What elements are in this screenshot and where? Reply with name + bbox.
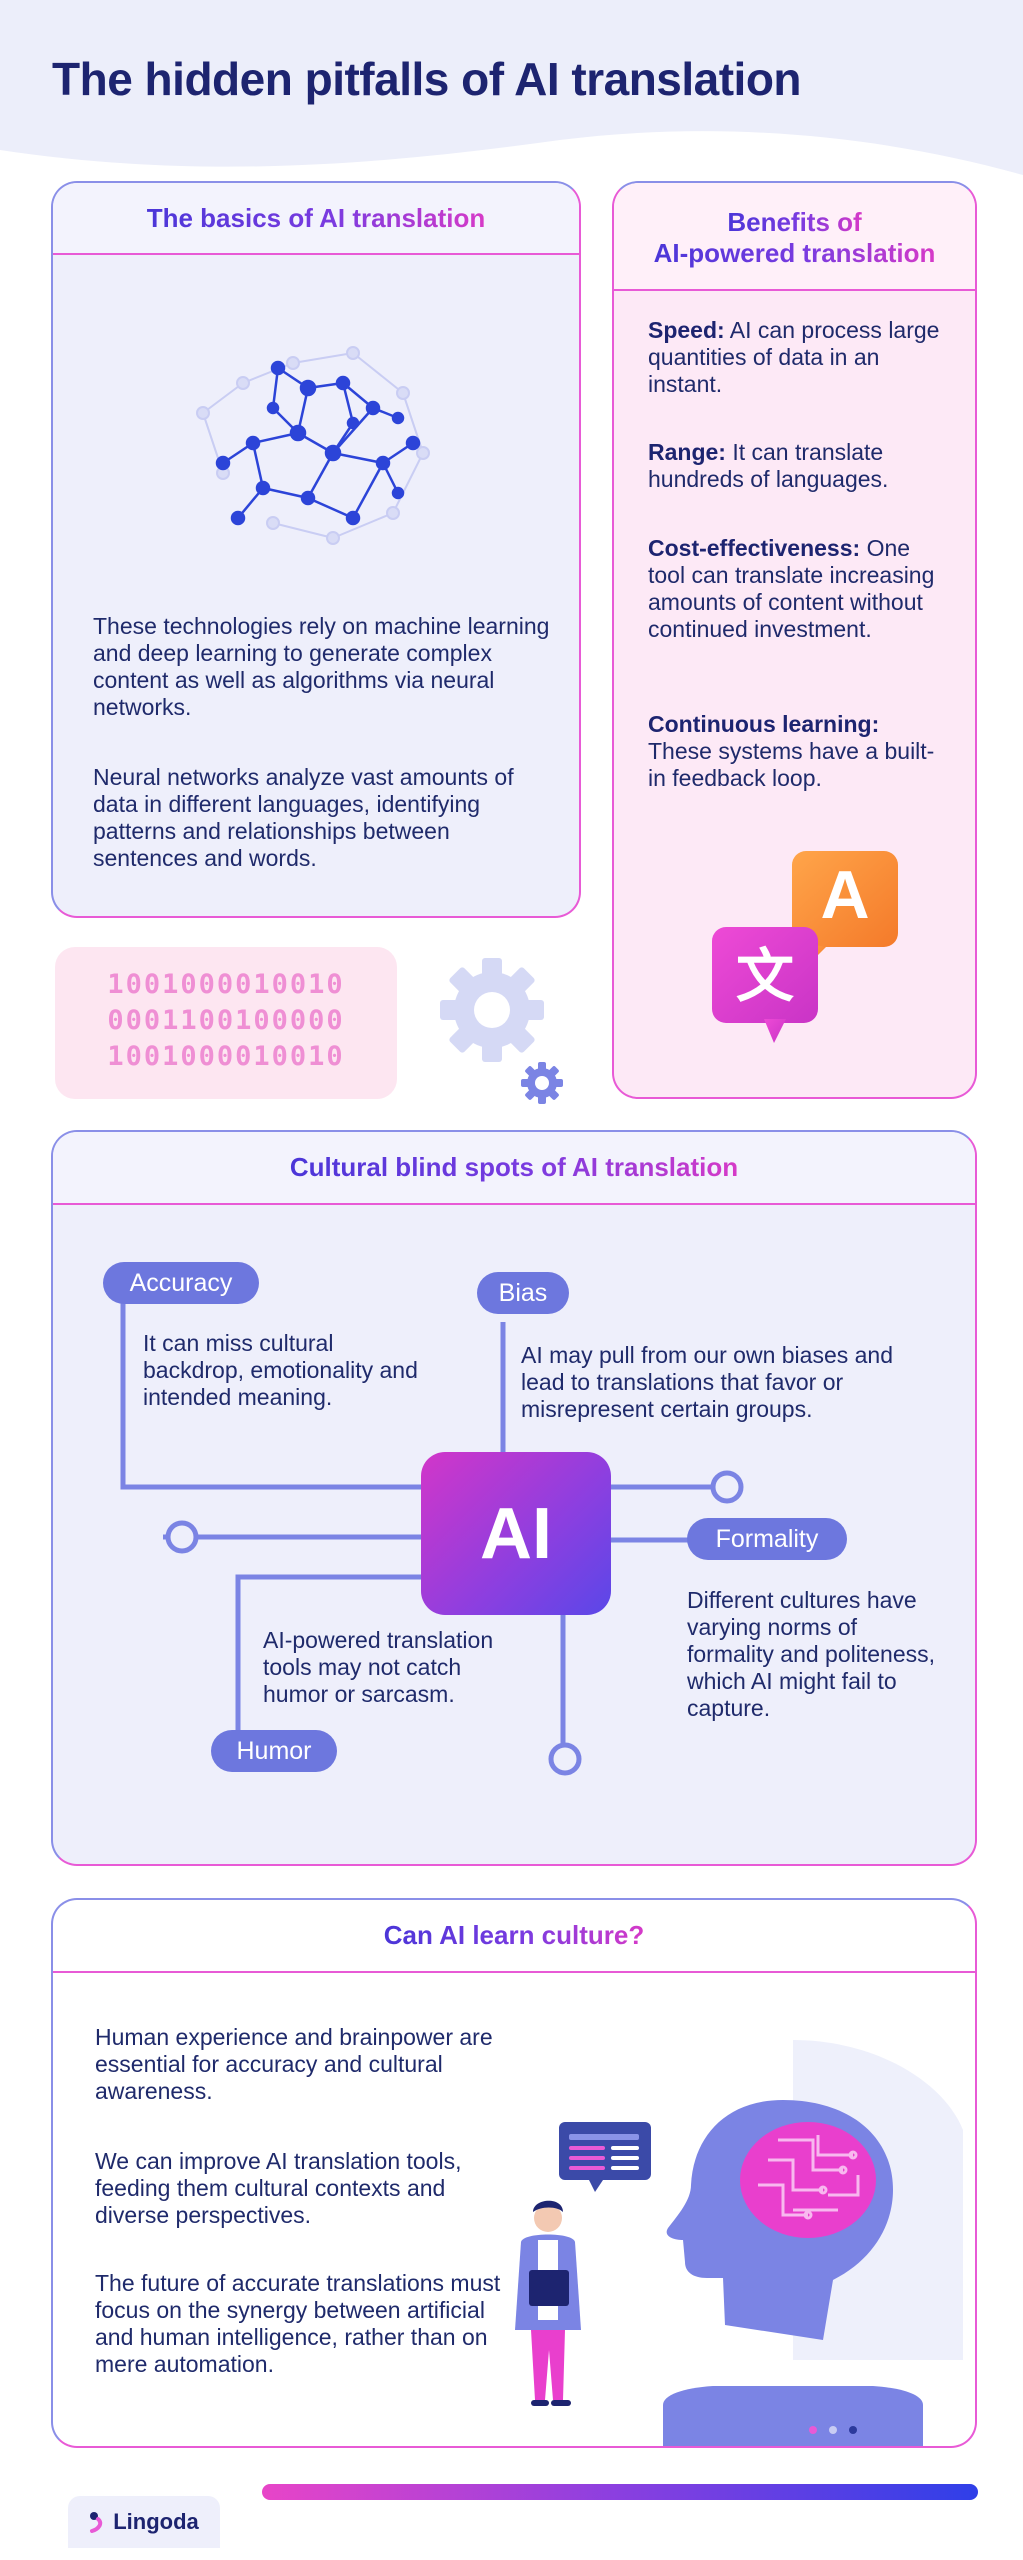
accuracy-text: It can miss cultural backdrop, emotional…: [143, 1330, 418, 1410]
learn-title: Can AI learn culture?: [383, 1920, 645, 1950]
binary-row: 1001000010010: [107, 969, 345, 1000]
page-title: The hidden pitfalls of AI translation: [52, 53, 802, 105]
connector-lines: [120, 1277, 744, 1776]
formality-text: Different cultures have varying norms of…: [687, 1587, 936, 1721]
learn-paragraph-3: The future of accurate translations must…: [95, 2270, 501, 2377]
benefit-item-cost: Cost-effectiveness: One tool can transla…: [648, 535, 935, 642]
translate-icon: A 文: [694, 843, 914, 1043]
neural-network-icon: [196, 346, 430, 545]
footer-gradient-bar: [262, 2484, 978, 2500]
brand-name: Lingoda: [113, 2509, 199, 2534]
ai-head-illustration: [515, 2040, 963, 2446]
binary-row: 1001000010010: [107, 1041, 345, 1072]
bias-pill: Bias: [477, 1272, 569, 1314]
formality-pill: Formality: [687, 1518, 847, 1560]
benefit-item-learning: Continuous learning: These systems have …: [648, 711, 935, 791]
hero-background: [0, 0, 1023, 175]
accuracy-pill: Accuracy: [103, 1262, 259, 1304]
small-gear-icon: [521, 1062, 563, 1104]
basics-card: The basics of AI translation These t: [51, 181, 581, 918]
lingoda-mark-icon: [90, 2512, 103, 2533]
learn-paragraph-2: We can improve AI translation tools, fee…: [95, 2148, 462, 2228]
binary-code-panel: 1001000010010 0001100100000 100100001001…: [55, 947, 397, 1099]
ai-center-tile: AI: [421, 1452, 611, 1615]
learn-card-header: Can AI learn culture?: [53, 1900, 975, 1973]
benefit-item-range: Range: It can translate hundreds of lang…: [648, 439, 889, 492]
cultural-card: Cultural blind spots of AI translation A…: [51, 1130, 977, 1866]
cultural-title: Cultural blind spots of AI translation: [289, 1152, 739, 1182]
benefits-title-line1: Benefits of: [727, 207, 862, 237]
basics-paragraph-2: Neural networks analyze vast amounts of …: [93, 764, 514, 871]
binary-row: 0001100100000: [107, 1005, 345, 1036]
humor-text: AI-powered translation tools may not cat…: [263, 1627, 494, 1707]
benefits-card: Benefits of AI-powered translation Speed…: [612, 181, 977, 1099]
learn-card: Can AI learn culture? Human experience a…: [51, 1898, 977, 2448]
benefits-card-header: Benefits of AI-powered translation: [614, 183, 975, 291]
learn-paragraph-1: Human experience and brainpower are esse…: [95, 2024, 493, 2104]
benefits-title-line2: AI-powered translation: [653, 238, 936, 268]
basics-card-header: The basics of AI translation: [53, 183, 579, 255]
cultural-card-header: Cultural blind spots of AI translation: [53, 1132, 975, 1205]
benefit-item-speed: Speed: AI can process large quantities o…: [648, 317, 940, 397]
humor-pill: Humor: [211, 1730, 337, 1772]
latin-letter-glyph: A: [820, 857, 870, 933]
basics-title: The basics of AI translation: [146, 202, 486, 233]
bias-text: AI may pull from our own biases and lead…: [521, 1342, 894, 1422]
brand-logo: Lingoda: [68, 2496, 220, 2548]
basics-paragraph-1: These technologies rely on machine learn…: [93, 613, 550, 720]
gear-icon: [440, 958, 544, 1062]
cjk-character-glyph: 文: [735, 942, 794, 1010]
